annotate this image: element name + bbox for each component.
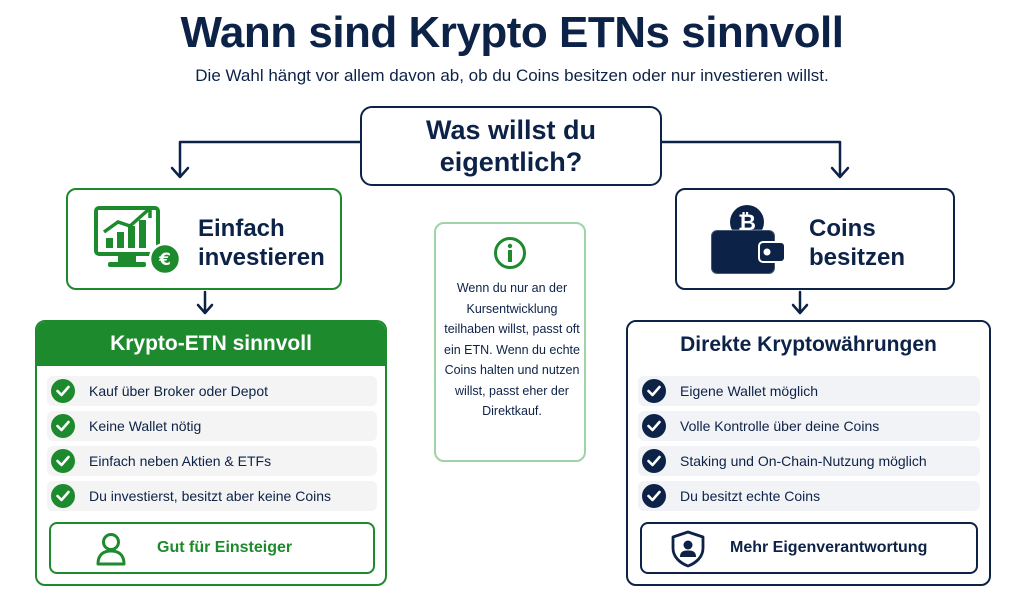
user-icon	[96, 533, 126, 566]
check-icon	[51, 379, 75, 403]
list-item-text: Volle Kontrolle über deine Coins	[680, 418, 880, 434]
list-item: Volle Kontrolle über deine Coins	[638, 411, 980, 441]
euro-coin-icon: €	[148, 242, 182, 276]
check-icon	[642, 484, 666, 508]
panel-krypto-etn: Krypto-ETN sinnvoll Kauf über Broker ode…	[35, 320, 387, 586]
list-item: Eigene Wallet möglich	[638, 376, 980, 406]
chart-monitor-icon	[94, 206, 160, 267]
info-box: Wenn du nur an der Kursentwicklung teilh…	[434, 222, 586, 462]
list-item: Du investierst, besitzt aber keine Coins	[47, 481, 377, 511]
info-icon	[494, 237, 526, 269]
list-item: Staking und On-Chain-Nutzung möglich	[638, 446, 980, 476]
question-text: Was willst du eigentlich?	[425, 115, 596, 177]
footer-beginner: Gut für Einsteiger	[49, 522, 375, 574]
list-item-text: Keine Wallet nötig	[89, 418, 202, 434]
panel-krypto-etn-title: Krypto-ETN sinnvoll	[37, 322, 385, 366]
arrowhead-left	[170, 166, 190, 179]
list-item-text: Einfach neben Aktien & ETFs	[89, 453, 272, 469]
info-text: Wenn du nur an der Kursentwicklung teilh…	[444, 281, 580, 418]
option-own-coins-label: Coins besitzen	[809, 215, 906, 271]
option-invest-label: Einfach investieren	[198, 215, 325, 271]
list-item-text: Eigene Wallet möglich	[680, 383, 818, 399]
page-title: Wann sind Krypto ETNs sinnvoll	[180, 8, 844, 57]
panel-direct-crypto: Direkte Kryptowährungen Eigene Wallet mö…	[626, 320, 991, 586]
footer-beginner-label: Gut für Einsteiger	[157, 539, 293, 556]
svg-text:₿: ₿	[738, 211, 756, 236]
list-item-text: Staking und On-Chain-Nutzung möglich	[680, 453, 927, 469]
svg-text:€: €	[158, 250, 171, 270]
page-subtitle: Die Wahl hängt vor allem davon ab, ob du…	[195, 66, 829, 85]
check-icon	[642, 414, 666, 438]
list-item-text: Du investierst, besitzt aber keine Coins	[89, 488, 331, 504]
connector-right	[660, 140, 842, 178]
footer-responsibility-label: Mehr Eigenverantwortung	[730, 539, 928, 556]
check-icon	[51, 484, 75, 508]
connector-left	[178, 140, 362, 178]
footer-responsibility: Mehr Eigenverantwortung	[640, 522, 978, 574]
shield-user-icon	[671, 530, 705, 568]
list-item: Kauf über Broker oder Depot	[47, 376, 377, 406]
option-invest-box: € Einfach investieren	[66, 188, 342, 290]
option-own-coins-box: ₿ Coins besitzen	[675, 188, 955, 290]
list-item: Einfach neben Aktien & ETFs	[47, 446, 377, 476]
check-icon	[642, 449, 666, 473]
arrowhead-left-down	[196, 303, 214, 315]
question-box: Was willst du eigentlich?	[360, 106, 662, 186]
list-item-text: Du besitzt echte Coins	[680, 488, 821, 504]
list-item: Keine Wallet nötig	[47, 411, 377, 441]
arrowhead-right-down	[791, 303, 809, 315]
list-item: Du besitzt echte Coins	[638, 481, 980, 511]
panel-direct-crypto-title: Direkte Kryptowährungen	[628, 322, 989, 366]
check-icon	[642, 379, 666, 403]
check-icon	[51, 414, 75, 438]
arrowhead-right	[830, 166, 850, 179]
check-icon	[51, 449, 75, 473]
bitcoin-wallet-icon: ₿	[710, 205, 786, 275]
list-item-text: Kauf über Broker oder Depot	[89, 383, 268, 399]
